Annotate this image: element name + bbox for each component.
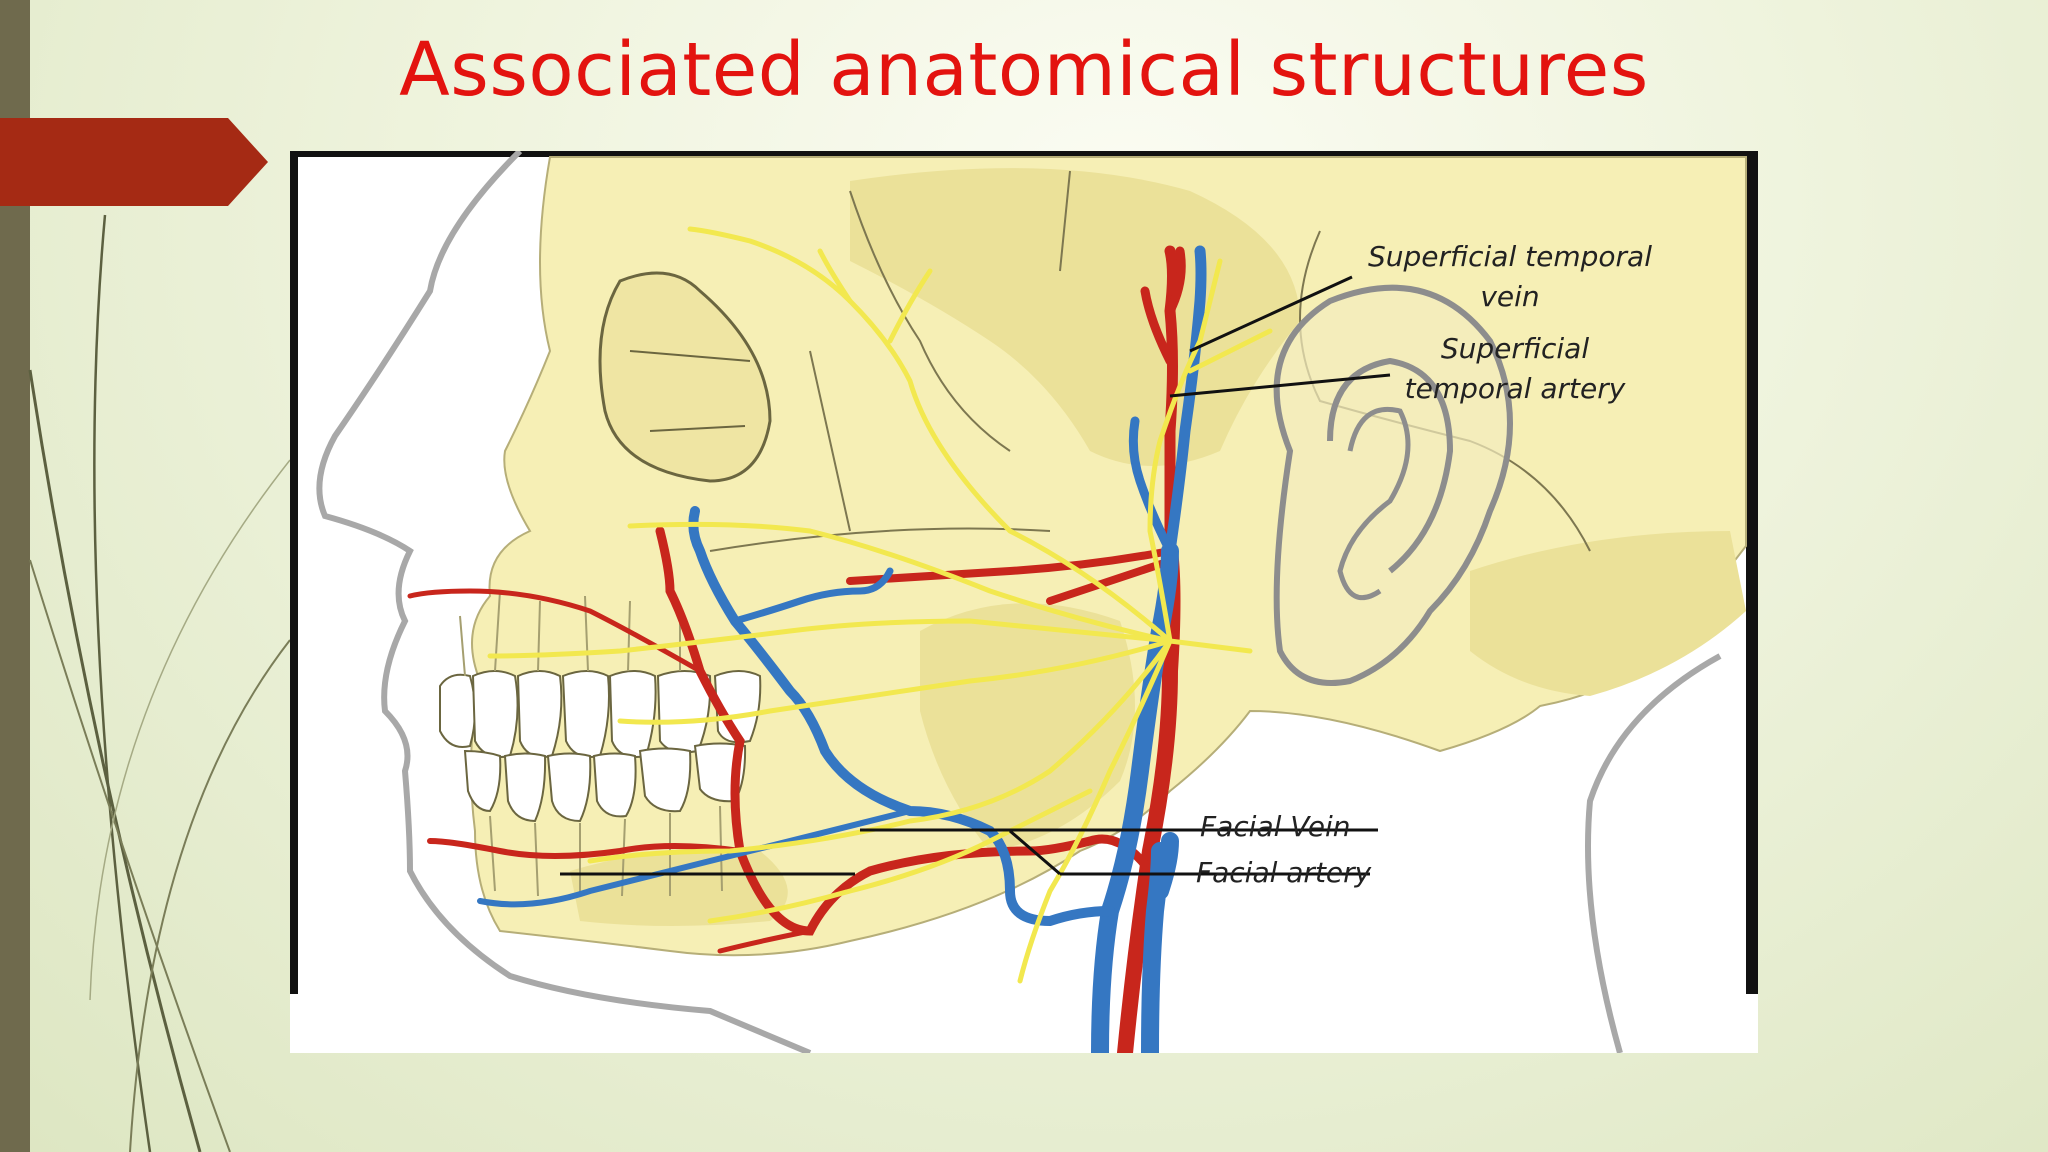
label-superficial-temporal-artery: Superficial temporal artery — [1365, 329, 1665, 409]
ear — [1273, 284, 1513, 686]
anatomy-diagram: Superficial temporal vein Superficial te… — [290, 151, 1758, 1053]
decorative-curves — [28, 214, 291, 1152]
retromandibular-vein — [1141, 832, 1179, 1053]
occipital-shadow — [1470, 531, 1746, 696]
accent-arrow — [0, 118, 268, 206]
label-facial-vein: Facial Vein — [1200, 810, 1351, 843]
skin-outline — [316, 151, 812, 1053]
facial-vein-path — [688, 506, 1115, 927]
neck-outline — [1585, 653, 1722, 1053]
facial-nerve-branches — [487, 226, 1273, 984]
label-line: vein — [1480, 280, 1540, 313]
slide-title: Associated anatomical structures — [399, 27, 1649, 113]
label-facial-artery: Facial artery — [1196, 856, 1372, 889]
leader-lines — [560, 275, 1391, 876]
lower-teeth — [463, 742, 747, 823]
superficial-temporal-vein-path — [1164, 245, 1207, 557]
label-line: Superficial — [1440, 332, 1590, 365]
label-superficial-temporal-vein: Superficial temporal vein — [1320, 237, 1700, 317]
anatomy-illustration — [290, 151, 1758, 1053]
label-line: Superficial temporal — [1368, 240, 1652, 273]
jugular-vein — [1091, 542, 1179, 1053]
superficial-temporal-artery-path — [1164, 245, 1178, 557]
chin-shadow — [570, 848, 788, 926]
external-carotid-artery — [1117, 543, 1181, 1053]
veins — [477, 245, 1207, 1053]
orbit — [598, 271, 772, 483]
label-line: temporal artery — [1404, 372, 1626, 405]
facial-nerve-trunk — [1167, 638, 1253, 654]
